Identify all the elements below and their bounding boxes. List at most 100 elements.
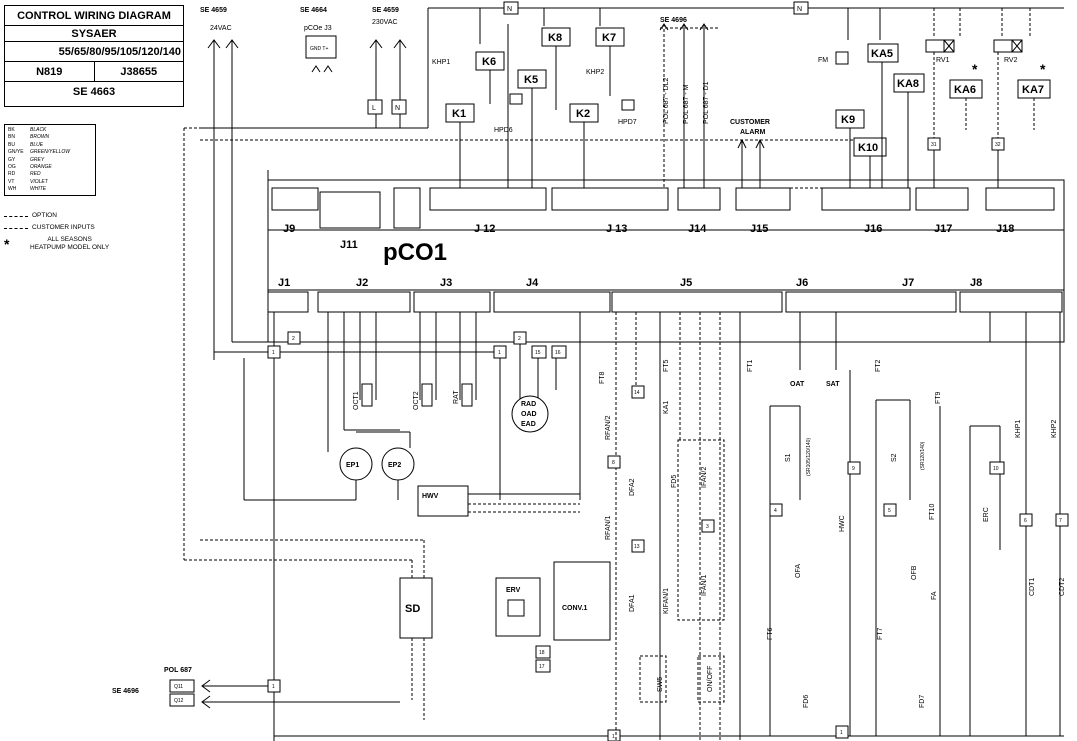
smoke-detector <box>399 577 433 639</box>
connector-j9 <box>271 187 319 211</box>
svg-text:24VAC: 24VAC <box>210 25 232 32</box>
svg-text:N: N <box>797 6 802 13</box>
svg-text:CONV.1: CONV.1 <box>562 605 588 612</box>
note-customer-inputs: CUSTOMER INPUTS <box>4 222 109 234</box>
svg-text:FT9: FT9 <box>935 391 942 404</box>
terminal-1e <box>835 725 849 739</box>
svg-text:N: N <box>395 105 400 112</box>
svg-text:SE 4659: SE 4659 <box>372 7 399 14</box>
code-right: J38655 <box>120 66 158 78</box>
j9-label: J9 <box>283 223 295 235</box>
connector-j3 <box>413 291 491 313</box>
terminal-8 <box>607 455 621 469</box>
j8-label: J8 <box>970 277 982 289</box>
svg-text:FA: FA <box>931 591 938 600</box>
svg-text:SW5: SW5 <box>657 677 664 692</box>
model-list: 55/65/80/95/105/120/140 <box>5 42 183 62</box>
svg-text:13: 13 <box>634 544 640 550</box>
connector-j14 <box>677 187 721 211</box>
svg-text:N: N <box>507 6 512 13</box>
svg-text:SE 4696: SE 4696 <box>112 688 139 695</box>
svg-text:1: 1 <box>612 734 615 740</box>
svg-text:RV2: RV2 <box>1004 57 1018 64</box>
terminal-7 <box>1055 513 1069 527</box>
svg-text:FT1: FT1 <box>747 359 754 372</box>
svg-text:RFAN/1: RFAN/1 <box>605 515 612 540</box>
svg-text:(SR105/120/140): (SR105/120/140) <box>806 438 812 476</box>
terminal-5 <box>883 503 897 517</box>
svg-text:HPD6: HPD6 <box>494 127 513 134</box>
svg-text:RAD: RAD <box>521 401 536 408</box>
reference-code: SE 4663 <box>72 86 116 98</box>
svg-text:2: 2 <box>518 336 521 342</box>
svg-text:6: 6 <box>1024 518 1027 524</box>
svg-text:HPD7: HPD7 <box>618 119 637 126</box>
svg-text:IFAN/2: IFAN/2 <box>701 466 708 488</box>
terminal-16 <box>551 345 567 359</box>
svg-text:KA1: KA1 <box>663 401 670 414</box>
svg-text:K5: K5 <box>524 74 538 86</box>
connector-j18 <box>985 187 1055 211</box>
svg-text:OFA: OFA <box>795 564 802 578</box>
svg-text:Q11: Q11 <box>174 684 183 690</box>
connector-j17 <box>915 187 969 211</box>
svg-text:GND T+: GND T+ <box>310 46 328 52</box>
svg-text:FT10: FT10 <box>929 504 936 520</box>
svg-text:5: 5 <box>888 508 891 514</box>
diagram-title: CONTROL WIRING DIAGRAM <box>5 6 183 26</box>
svg-text:18: 18 <box>539 650 545 656</box>
terminal-15 <box>531 345 547 359</box>
pol-outputs: POL 687 - DL2 POL 687 - M POL 687 - D1 C… <box>659 23 822 189</box>
svg-text:CDT1: CDT1 <box>1029 578 1036 596</box>
svg-text:ON/OFF: ON/OFF <box>707 666 714 692</box>
svg-text:*: * <box>1040 61 1046 77</box>
svg-text:SD: SD <box>405 603 420 615</box>
supply-refs: SE 4659 24VAC SE 4664 pCOe J3 SE 4659 23… <box>112 7 687 695</box>
svg-text:K1: K1 <box>452 108 466 120</box>
svg-text:FM: FM <box>818 57 828 64</box>
terminal-18 <box>535 645 551 659</box>
j3-label: J3 <box>440 277 452 289</box>
svg-text:K9: K9 <box>841 114 855 126</box>
pco1-controller: pCO1 J9 J11 J 12 J 13 J14 J15 J16 J17 J1… <box>267 179 1065 343</box>
svg-text:7: 7 <box>1059 518 1062 524</box>
svg-text:FD7: FD7 <box>919 695 926 708</box>
connector-tlan <box>393 187 421 229</box>
terminal-6 <box>1019 513 1033 527</box>
svg-text:SE 4696: SE 4696 <box>660 17 687 24</box>
svg-text:POL 687: POL 687 <box>164 667 192 674</box>
connector-j1 <box>267 291 309 313</box>
svg-text:*: * <box>972 61 978 77</box>
connector-j8 <box>959 291 1063 313</box>
svg-text:4: 4 <box>774 508 777 514</box>
code-row: N819 J38655 <box>5 62 183 82</box>
j7-label: J7 <box>902 277 914 289</box>
svg-text:RAT: RAT <box>453 390 460 404</box>
svg-text:31: 31 <box>931 142 937 148</box>
svg-text:17: 17 <box>539 664 545 670</box>
svg-text:CUSTOMER: CUSTOMER <box>730 119 770 126</box>
svg-text:K8: K8 <box>548 32 562 44</box>
svg-text:15: 15 <box>535 350 541 356</box>
top-bus: N N <box>183 1 1064 560</box>
svg-text:OAT: OAT <box>790 381 805 388</box>
j18-label: J18 <box>996 223 1014 235</box>
svg-text:KA5: KA5 <box>871 48 893 60</box>
svg-text:OFB: OFB <box>911 565 918 580</box>
connector-j13 <box>551 187 669 211</box>
j2-label: J2 <box>356 277 368 289</box>
svg-text:KA7: KA7 <box>1022 84 1044 96</box>
svg-text:2: 2 <box>292 336 295 342</box>
damper-actuator <box>511 395 549 433</box>
svg-text:32: 32 <box>995 142 1001 148</box>
svg-text:FD6: FD6 <box>803 695 810 708</box>
code-left: N819 <box>5 62 95 81</box>
note-option: OPTION <box>4 210 109 222</box>
title-block: CONTROL WIRING DIAGRAM SYSAER 55/65/80/9… <box>4 5 184 107</box>
svg-text:CDT2: CDT2 <box>1059 578 1066 596</box>
